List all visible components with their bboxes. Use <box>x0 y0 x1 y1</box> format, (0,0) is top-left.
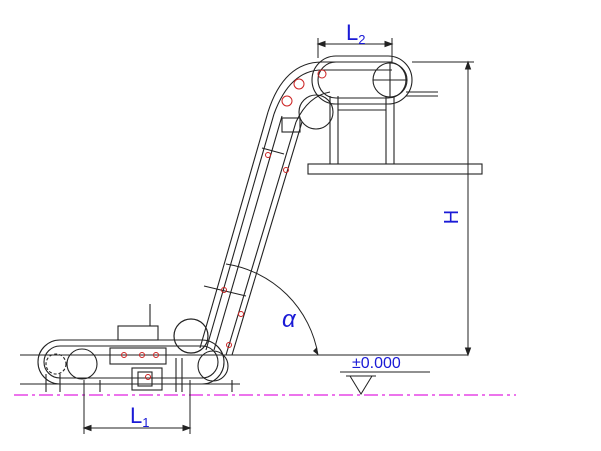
level-symbol <box>346 375 376 395</box>
head-section <box>281 55 483 175</box>
h-dimension <box>412 60 474 357</box>
tail-pulley <box>66 348 98 380</box>
incline-bottom-pulley <box>173 318 209 354</box>
bolt-markers <box>121 69 327 380</box>
l1-label: L1 <box>130 403 149 430</box>
l2-dimension <box>316 38 394 62</box>
incline-section <box>199 111 303 356</box>
l2-label: L2 <box>346 20 365 47</box>
angle-arc <box>225 263 319 356</box>
bend-pulley-lower <box>197 350 229 382</box>
h-label: H <box>441 210 463 224</box>
level-mark-label: ±0.000 <box>352 355 401 372</box>
lower-horizontal-section <box>37 304 233 392</box>
l1-dimension <box>82 380 192 434</box>
angle-label: α <box>282 306 297 333</box>
